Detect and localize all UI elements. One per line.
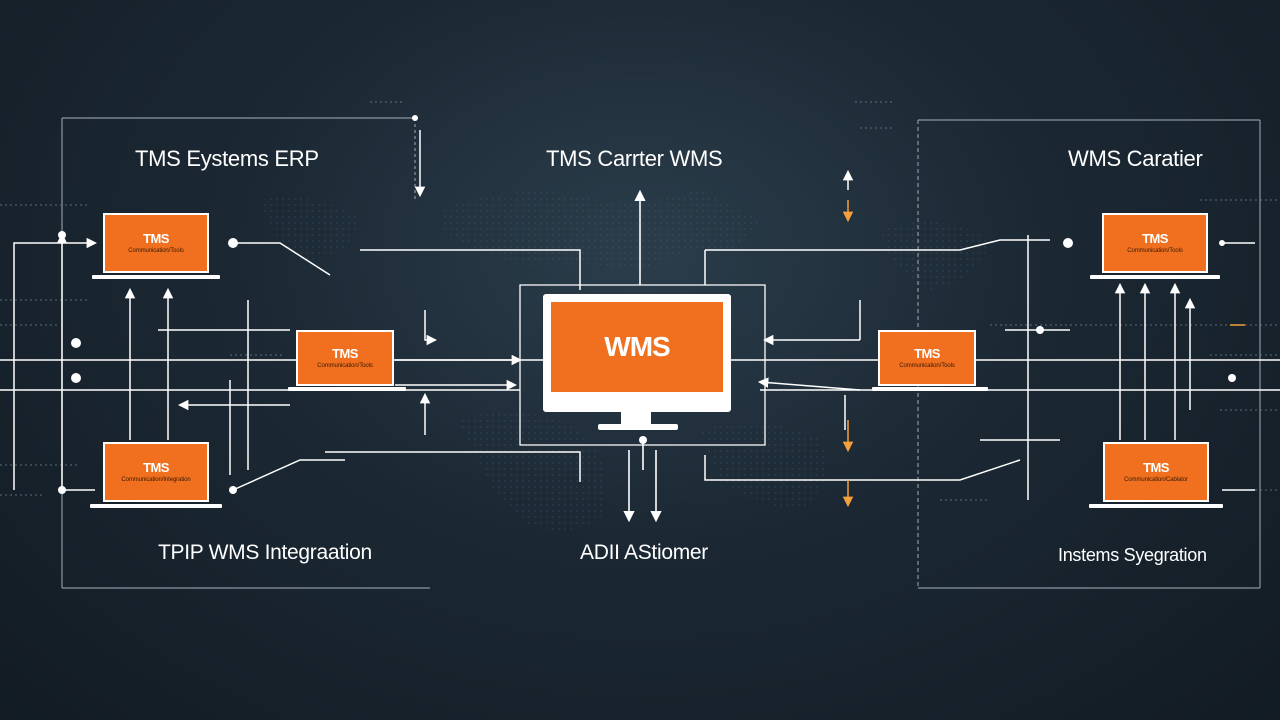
- node-title: TMS: [1143, 459, 1169, 475]
- label-top-right: WMS Caratier: [1068, 146, 1203, 171]
- node-title: TMS: [914, 345, 940, 361]
- right-connectors: [704, 235, 1255, 500]
- node-subtitle: Communication/Integration: [121, 476, 191, 483]
- tms-node-right-top: TMS Communication/Tools: [1090, 213, 1222, 283]
- center-connectors: [623, 189, 662, 523]
- wms-title: WMS: [604, 331, 670, 362]
- node-title: TMS: [143, 230, 169, 246]
- tms-node-right-mid: TMS Communication/Tools: [872, 330, 988, 394]
- tms-node-right-bottom: TMS Communication/Cablator: [1089, 442, 1223, 512]
- label-top-left: TMS Eystems ERP: [135, 146, 319, 171]
- node-dots: [58, 231, 1236, 494]
- monitor-stand: [621, 412, 651, 426]
- node-subtitle: Communication/Tools: [128, 247, 184, 254]
- node-title: TMS: [143, 459, 169, 475]
- node-subtitle: Communication/Tools: [899, 362, 955, 369]
- node-subtitle: Communication/Tools: [317, 362, 373, 369]
- wms-monitor: WMS: [543, 294, 731, 412]
- tms-node-left-top: TMS Communication/Tools: [92, 213, 222, 283]
- wms-monitor-screen: WMS: [551, 302, 723, 392]
- tms-node-left-bottom: TMS Communication/Integration: [90, 442, 222, 512]
- tms-node-left-mid: TMS Communication/Tools: [288, 330, 406, 394]
- label-bottom-left: TPIP WMS Integraation: [158, 541, 372, 564]
- node-subtitle: Communication/Tools: [1127, 247, 1183, 254]
- label-bottom-right: Instems Syegration: [1058, 545, 1207, 565]
- monitor-base: [598, 424, 678, 430]
- label-bottom-center: ADII AStiomer: [580, 541, 708, 564]
- node-subtitle: Communication/Cablator: [1124, 476, 1188, 483]
- label-top-center: TMS Carrter WMS: [546, 146, 723, 171]
- orange-arrows: [842, 200, 1245, 508]
- node-title: TMS: [332, 345, 358, 361]
- node-title: TMS: [1142, 230, 1168, 246]
- left-connectors: [13, 130, 766, 491]
